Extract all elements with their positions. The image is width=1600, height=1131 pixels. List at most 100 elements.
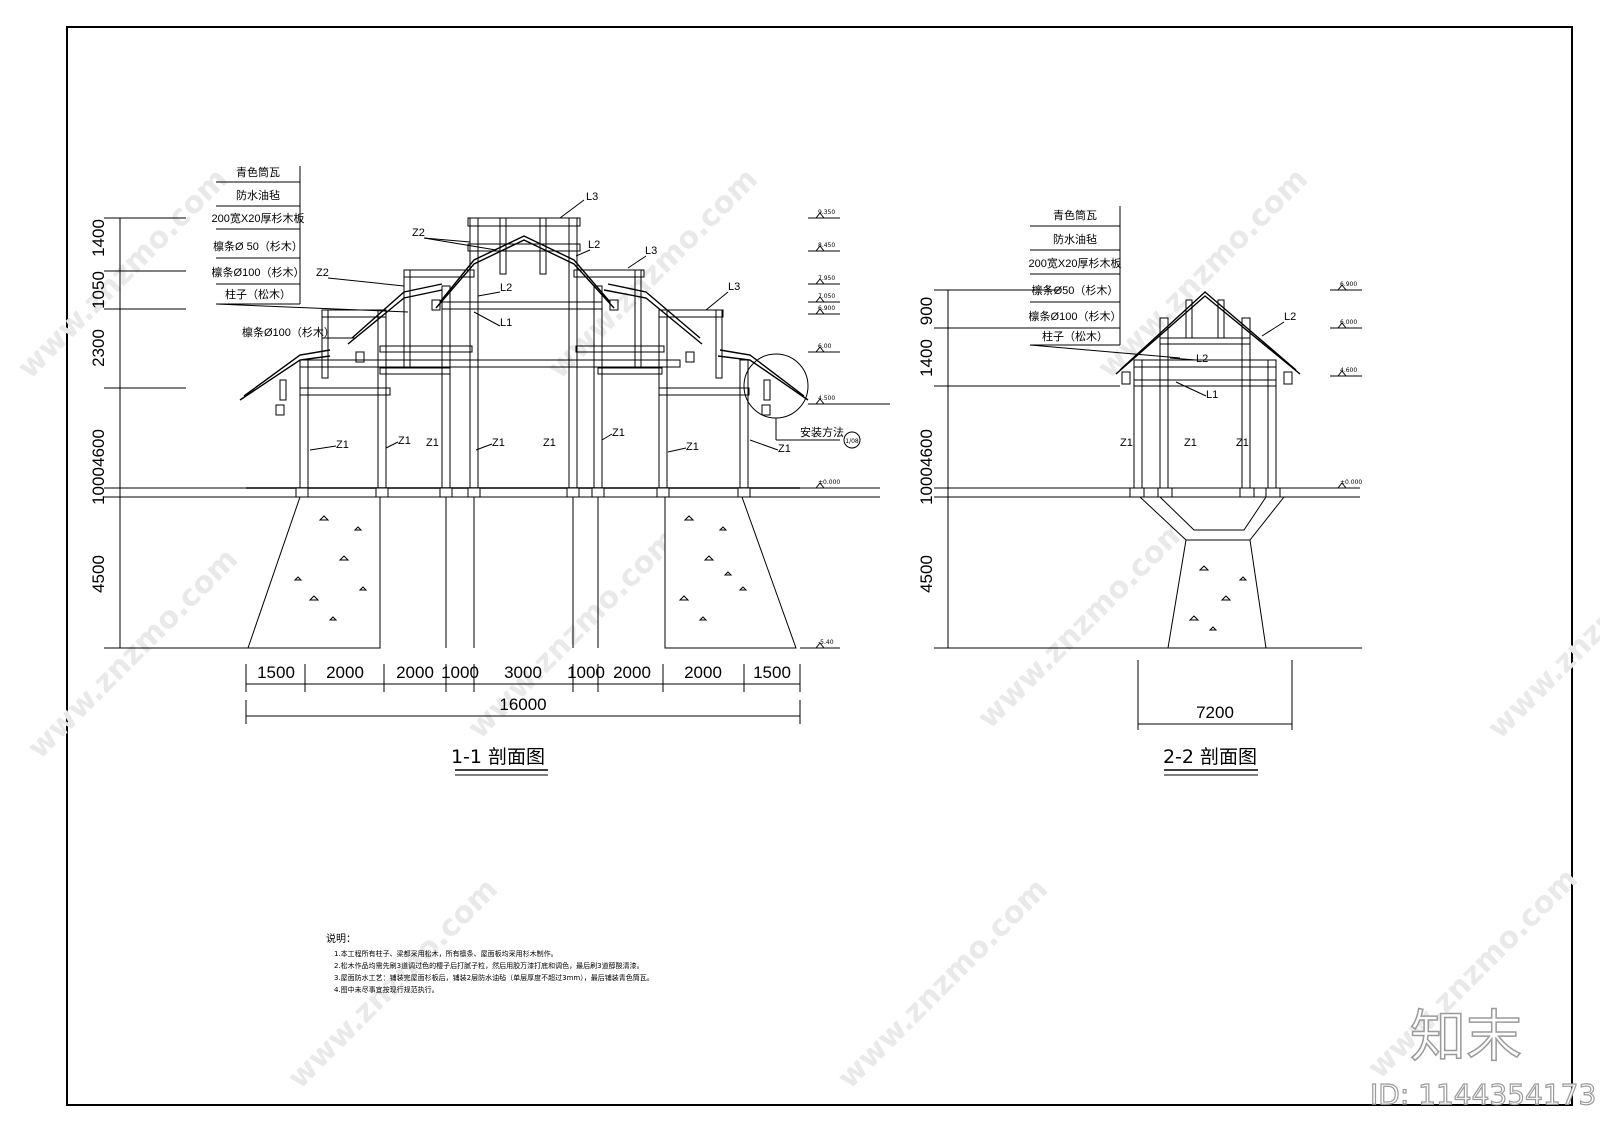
beams [299,217,750,396]
dim-v-1000: 1000 [89,467,108,505]
svg-text:Z1: Z1 [1120,437,1133,449]
svg-text:L2: L2 [1196,353,1208,365]
bottom-dimension-chain-1: 1500 2000 2000 1000 3000 1000 2000 2000 … [245,663,801,724]
member-labels-1: L3 Z2 L2 L3 Z2 L2 L3 L1 Z1 Z1 Z1 Z1 Z1 [309,191,791,455]
total-width-1: 16000 [499,695,546,714]
detail-ref-circle [843,431,861,449]
note-4: 4.图中未尽事宜按现行规范执行。 [334,985,439,994]
svg-text:L2: L2 [500,282,512,294]
svg-text:1000: 1000 [441,663,479,682]
notes-block: 说明： 1.本工程所有柱子、梁都采用松木，所有檩条、屋面板均采用杉木制作。 2.… [326,932,654,994]
note-1: 1.本工程所有柱子、梁都采用松木，所有檩条、屋面板均采用杉木制作。 [334,949,558,958]
structure-2 [1115,291,1301,498]
left-dimension-chain-1: 1400 1050 2300 4600 1000 4500 [89,217,880,649]
notes-heading: 说明： [326,932,356,945]
svg-text:7.050: 7.050 [818,293,835,300]
layer-purlin-100: 檩条Ø100（杉木） [212,265,305,279]
left-dimension-chain-2: 900 1400 4600 1000 4500 [917,289,1362,649]
svg-text:Z1: Z1 [426,437,439,449]
layer-felt: 防水油毡 [236,188,280,202]
layer-legend-2: 青色筒瓦 防水油毡 200宽X20厚杉木板 檩条Ø50（杉木） 檩条Ø100（杉… [1029,206,1181,359]
svg-text:4500: 4500 [917,555,936,593]
svg-text:1000: 1000 [917,467,936,505]
svg-text:Z1: Z1 [686,441,699,453]
bottom-dimension-2: 7200 [1137,660,1293,730]
svg-text:4600: 4600 [917,429,936,467]
svg-text:檩条Ø100（杉木）: 檩条Ø100（杉木） [1029,309,1122,323]
svg-text:Z1: Z1 [612,427,625,439]
brand-watermark: 知末 ID: 1144354173 [1369,1004,1596,1111]
column-bases [295,487,751,498]
svg-text:6.000: 6.000 [1340,319,1357,326]
svg-text:L3: L3 [728,281,740,293]
svg-text:www.znzmo.com: www.znzmo.com [971,512,1195,736]
svg-text:Z1: Z1 [1184,437,1197,449]
svg-text:6.900: 6.900 [818,305,835,312]
svg-text:L1: L1 [500,317,512,329]
install-note: 安装方法 [800,425,844,439]
note-3: 3.屋面防水工艺：铺装完屋面杉板后，铺装2层防水油毡（单层厚度不超过3mm），最… [334,973,654,982]
svg-text:1500: 1500 [257,663,295,682]
dim-v-1400: 1400 [89,219,108,257]
svg-text:檩条Ø50（杉木）: 檩条Ø50（杉木） [1032,283,1119,297]
sheet-border [66,26,1573,1106]
svg-text:3000: 3000 [504,663,542,682]
purlin-sections [275,299,771,416]
svg-text:L2: L2 [1284,311,1296,323]
svg-text:L2: L2 [588,239,600,251]
member-labels-2: L2 L2 L1 Z1 Z1 Z1 [1120,311,1296,449]
layer-purlin-50: 檩条Ø 50（杉木） [213,239,303,253]
svg-text:www.znzmo.com: www.znzmo.com [11,162,235,386]
svg-text:6.00: 6.00 [818,343,832,350]
svg-text:1400: 1400 [917,339,936,377]
svg-text:www.znzmo.com: www.znzmo.com [281,872,505,1096]
svg-text:www.znzmo.com: www.znzmo.com [21,542,245,766]
svg-text:6.900: 6.900 [1340,281,1357,288]
svg-text:2000: 2000 [684,663,722,682]
svg-text:Z1: Z1 [778,443,791,455]
dim-v-4600: 4600 [89,429,108,467]
svg-text:防水油毡: 防水油毡 [1053,232,1097,246]
dim-v-2300: 2300 [89,329,108,367]
roofs [239,235,809,401]
svg-text:柱子（松木）: 柱子（松木） [1042,329,1108,343]
dim-v-1050: 1050 [89,271,108,309]
svg-text:Z1: Z1 [492,437,505,449]
svg-text:2000: 2000 [613,663,651,682]
brand-logo: 知末 [1410,1005,1522,1070]
section-1-title: 1-1 剖面图 [451,746,545,768]
layer-legend-1: 青色筒瓦 防水油毡 200宽X20厚杉木板 檩条Ø 50（杉木） 檩条Ø100（… [212,165,409,313]
elevation-marks-1: 9.350 8.450 7.950 7.050 6.900 6.00 4.500… [800,209,890,649]
svg-text:2000: 2000 [396,663,434,682]
svg-text:L3: L3 [586,191,598,203]
section-2-2: 900 1400 4600 1000 4500 青色筒瓦 防水油毡 200宽X2… [917,206,1362,776]
section-2-title: 2-2 剖面图 [1163,746,1257,768]
layer-board: 200宽X20厚杉木板 [212,211,305,225]
svg-text:Z1: Z1 [1236,437,1249,449]
svg-text:4.600: 4.600 [1340,367,1357,374]
purlin-label: 檩条Ø100（杉木） [242,325,335,339]
svg-text:2000: 2000 [326,663,364,682]
svg-text:±0.000: ±0.000 [818,479,840,486]
svg-text:L1: L1 [1206,389,1218,401]
svg-text:Z1: Z1 [398,435,411,447]
footing-lines [445,497,599,648]
svg-text:www.znzmo.com: www.znzmo.com [1481,522,1600,746]
svg-text:±0.000: ±0.000 [1340,479,1362,486]
elevation-marks-2: 6.900 6.000 4.600 ±0.000 [1330,281,1362,489]
watermark-layer: www.znzmo.com www.znzmo.com www.znzmo.co… [11,162,1600,1096]
svg-text:-5.40: -5.40 [818,639,834,646]
note-2: 2.松木作品均需先刷3道调过色的樱子后打腻子粒，然后用胶万漆打底和调色，最后刷3… [334,961,644,970]
svg-text:7.950: 7.950 [818,275,835,282]
svg-text:1000: 1000 [567,663,605,682]
detail-ref: 1/08 [845,438,859,445]
svg-text:Z1: Z1 [543,437,556,449]
svg-text:青色筒瓦: 青色筒瓦 [1053,208,1097,222]
foundation-2 [1138,496,1286,649]
detail-callout-circle [743,353,809,419]
svg-text:4.500: 4.500 [818,395,835,402]
total-width-2: 7200 [1196,703,1234,722]
svg-text:900: 900 [917,297,936,325]
image-id: ID: 1144354173 [1370,1078,1596,1111]
section-1-1: 1400 1050 2300 4600 1000 4500 青色筒瓦 防水油毡 … [89,165,890,776]
